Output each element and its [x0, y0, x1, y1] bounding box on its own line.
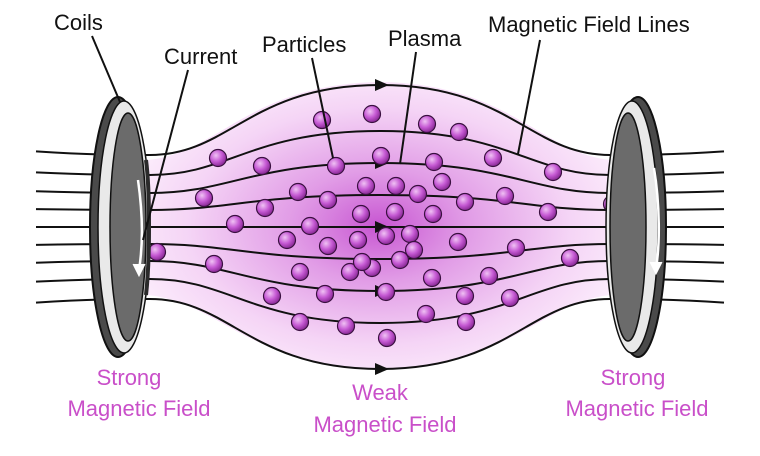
- particle: [340, 262, 360, 282]
- particle: [423, 204, 443, 224]
- particle: [290, 262, 310, 282]
- particles-leader: [311, 57, 334, 159]
- particle: [483, 148, 503, 168]
- current-arrow-right: [652, 167, 661, 269]
- plasma-label: Plasma: [388, 26, 462, 51]
- particle: [252, 156, 272, 176]
- particle: [225, 214, 245, 234]
- particle: [371, 146, 391, 166]
- left-region-line1: Strong: [97, 365, 162, 390]
- field-arrow: [375, 221, 389, 233]
- particle: [208, 148, 228, 168]
- current-arrow-left: [136, 179, 144, 271]
- particle: [288, 182, 308, 202]
- particle: [449, 122, 469, 142]
- particle: [376, 226, 396, 246]
- particle: [448, 232, 468, 252]
- particle: [408, 184, 428, 204]
- coils-label: Coils: [54, 10, 103, 35]
- particle: [352, 252, 372, 272]
- particle: [312, 110, 332, 130]
- particle: [386, 176, 406, 196]
- field-lines-label: Magnetic Field Lines: [488, 12, 690, 37]
- current-leader: [142, 69, 189, 241]
- particle: [356, 176, 376, 196]
- center-region-line1: Weak: [352, 380, 409, 405]
- current-label: Current: [164, 44, 237, 69]
- particles-group: [147, 104, 622, 348]
- field-arrow: [375, 79, 389, 91]
- particle: [348, 230, 368, 250]
- field-arrow: [375, 363, 389, 375]
- particle: [290, 312, 310, 332]
- particle: [277, 230, 297, 250]
- field-lines-leader: [517, 39, 541, 155]
- particle: [336, 316, 356, 336]
- particle: [326, 156, 346, 176]
- particle: [495, 186, 515, 206]
- left-coil: [89, 96, 151, 358]
- particle: [417, 114, 437, 134]
- particles-label: Particles: [262, 32, 346, 57]
- particle: [422, 268, 442, 288]
- particle: [351, 204, 371, 224]
- particle: [455, 286, 475, 306]
- particle: [538, 202, 558, 222]
- particle: [376, 282, 396, 302]
- particle: [432, 172, 452, 192]
- particle: [390, 250, 410, 270]
- particle: [262, 286, 282, 306]
- particle: [385, 202, 405, 222]
- particle: [377, 328, 397, 348]
- particle: [400, 224, 420, 244]
- particle: [255, 198, 275, 218]
- right-region-line2: Magnetic Field: [565, 396, 708, 421]
- particle: [456, 312, 476, 332]
- particle: [404, 240, 424, 260]
- particle: [560, 248, 580, 268]
- particle: [194, 188, 214, 208]
- particle: [362, 104, 382, 124]
- particle: [147, 242, 167, 262]
- particle: [424, 152, 444, 172]
- right-coil: [605, 96, 667, 358]
- particle: [543, 162, 563, 182]
- particle: [479, 266, 499, 286]
- leader-lines: [91, 35, 541, 241]
- particle: [300, 216, 320, 236]
- particle: [500, 288, 520, 308]
- particle: [506, 238, 526, 258]
- particle: [315, 284, 335, 304]
- coils-leader: [91, 35, 121, 103]
- left-region-line2: Magnetic Field: [67, 396, 210, 421]
- particle: [416, 304, 436, 324]
- right-region-line1: Strong: [601, 365, 666, 390]
- particle: [455, 192, 475, 212]
- particle: [318, 236, 338, 256]
- plasma-leader: [399, 51, 417, 165]
- particle: [204, 254, 224, 274]
- center-region-line2: Magnetic Field: [313, 412, 456, 437]
- particle: [318, 190, 338, 210]
